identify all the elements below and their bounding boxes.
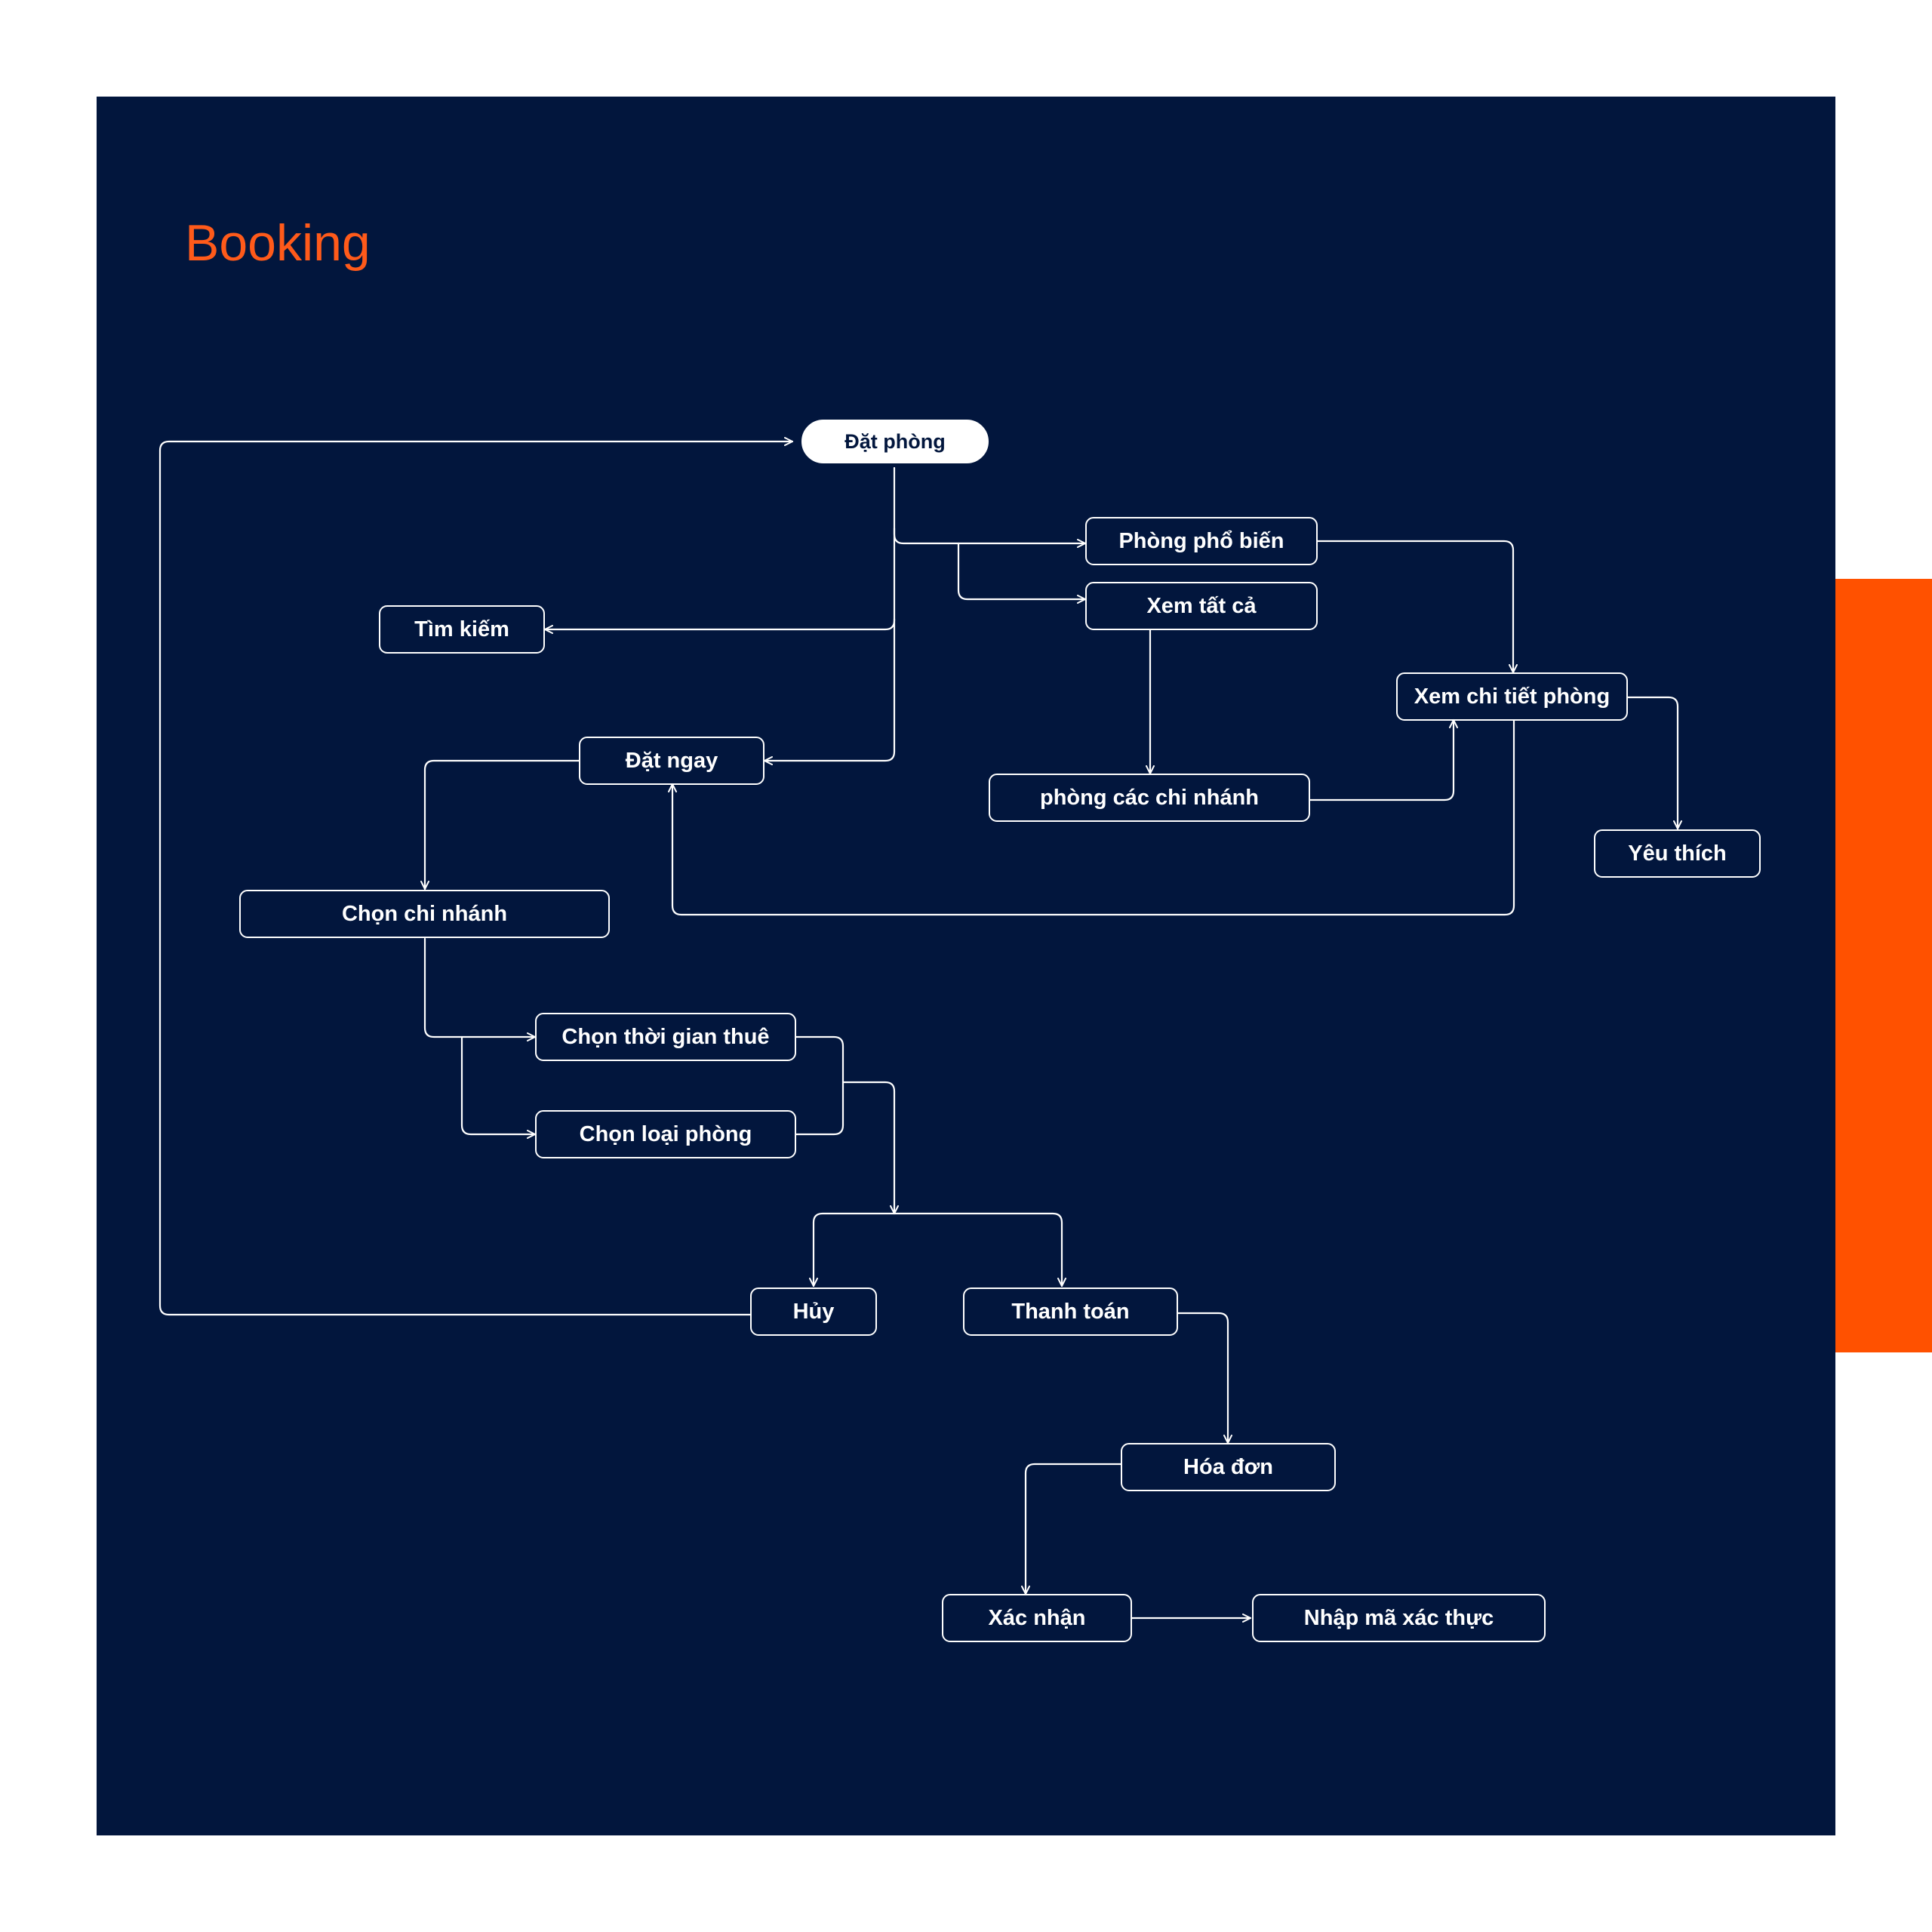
- page-title: Booking: [185, 214, 371, 272]
- node-phong-cac-chi-nhanh[interactable]: phòng các chi nhánh: [989, 774, 1310, 822]
- diagram-panel: [97, 97, 1835, 1835]
- edge-start-to-phong-pho-bien: [893, 466, 1087, 548]
- node-chon-thoi-gian-thue[interactable]: Chọn thời gian thuê: [535, 1013, 796, 1061]
- node-thanh-toan[interactable]: Thanh toán: [963, 1287, 1178, 1336]
- edge-phong-chi-nhanh-to-xem-chi-tiet: [1309, 718, 1458, 801]
- edge-start-to-tim-kiem: [543, 527, 896, 634]
- node-phong-pho-bien[interactable]: Phòng phổ biến: [1085, 517, 1318, 565]
- edge-start-to-xem-tat-ca: [957, 542, 1087, 604]
- edge-branch-to-loai-phong: [460, 1035, 537, 1139]
- node-yeu-thich[interactable]: Yêu thích: [1594, 829, 1761, 878]
- node-nhap-ma-xac-thuc[interactable]: Nhập mã xác thực: [1252, 1594, 1546, 1642]
- node-xac-nhan[interactable]: Xác nhận: [942, 1594, 1132, 1642]
- node-chon-loai-phong[interactable]: Chọn loại phòng: [535, 1110, 796, 1158]
- edge-dat-ngay-to-chon-chi-nhanh: [420, 759, 580, 891]
- node-dat-ngay[interactable]: Đặt ngay: [579, 737, 764, 785]
- edge-xem-chi-tiet-to-dat-ngay: [668, 719, 1515, 916]
- edge-merge-to-split: [841, 1081, 899, 1215]
- edge-split-to-huy: [809, 1212, 896, 1287]
- edge-huy-back-to-start: [158, 437, 794, 1316]
- edge-chon-chi-nhanh-to-thoi-gian: [423, 937, 537, 1041]
- edge-hoa-don-to-xac-nhan: [1021, 1463, 1122, 1595]
- node-tim-kiem[interactable]: Tìm kiếm: [379, 605, 545, 654]
- node-xem-chi-tiet-phong[interactable]: Xem chi tiết phòng: [1396, 672, 1628, 721]
- node-dat-phong[interactable]: Đặt phòng: [801, 420, 989, 463]
- accent-bar: [1835, 579, 1932, 1352]
- node-hoa-don[interactable]: Hóa đơn: [1121, 1443, 1336, 1491]
- node-huy[interactable]: Hủy: [750, 1287, 877, 1336]
- edge-start-to-dat-ngay: [763, 617, 896, 765]
- edge-thanh-toan-to-hoa-don: [1177, 1312, 1232, 1444]
- edge-xem-chi-tiet-to-yeu-thich: [1626, 696, 1682, 830]
- edge-phong-pho-bien-to-xem-chi-tiet: [1316, 540, 1518, 674]
- node-chon-chi-nhanh[interactable]: Chọn chi nhánh: [239, 890, 610, 938]
- node-xem-tat-ca[interactable]: Xem tất cả: [1085, 582, 1318, 630]
- edge-thoi-gian-merge: [795, 1035, 844, 1136]
- edge-split-to-thanh-toan: [893, 1212, 1066, 1287]
